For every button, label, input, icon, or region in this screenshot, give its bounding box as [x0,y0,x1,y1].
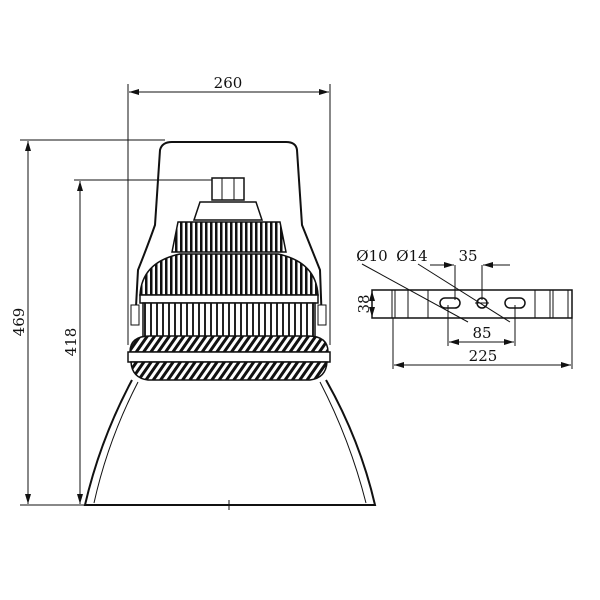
slot-spacing-label: 85 [472,324,491,342]
body-height-label: 418 [62,328,80,357]
length-label: 225 [469,347,498,365]
body-height-dimension: 418 [62,179,215,504]
handle [134,141,323,326]
lamp-illustration [83,141,377,510]
body-fins [142,302,316,338]
total-height-label: 469 [10,308,28,337]
width-dimension: 260 [127,74,331,345]
top-connector [211,177,245,201]
right-hinge [317,304,327,326]
nut [192,201,264,221]
slot-diameter-label: Ø10 [356,247,387,265]
reflector [83,379,377,506]
mounting-bracket: 35 Ø10 Ø14 38 85 225 [355,247,573,369]
left-slot [439,297,461,309]
dome [139,253,319,296]
hole-offset-label: 35 [458,247,477,265]
upper-fins [171,221,287,253]
left-hinge [130,304,140,326]
hole-diameter-label: Ø14 [396,247,427,265]
height-label: 38 [355,294,373,313]
band [139,294,319,304]
width-label: 260 [214,74,243,92]
